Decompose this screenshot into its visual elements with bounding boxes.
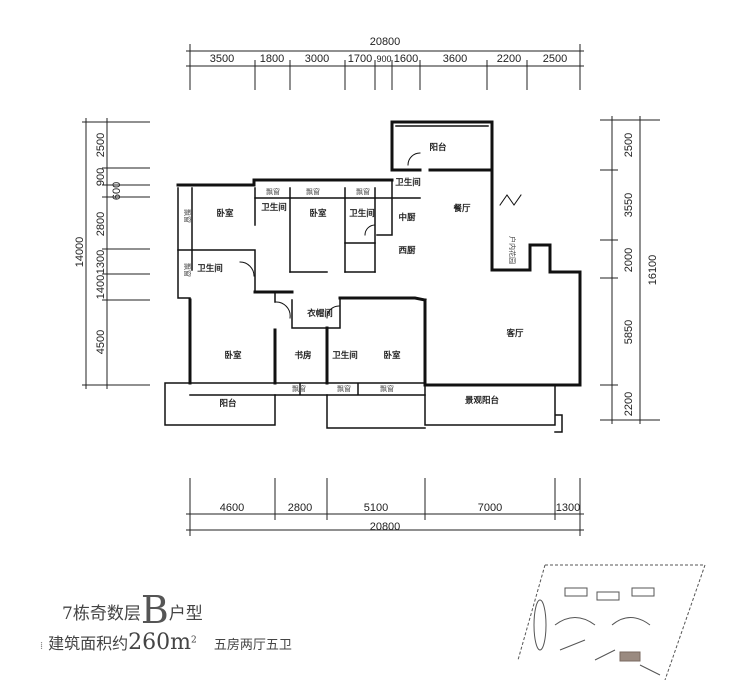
top-dim: 1600: [394, 53, 418, 65]
right-dim: 2200: [623, 392, 635, 416]
bottom-total-dim: 20800: [370, 521, 401, 533]
left-dim: 600: [111, 182, 123, 200]
top-dim: 3500: [210, 53, 234, 65]
room-balcony-bottom: 阳台: [219, 398, 237, 409]
bottom-dim: 5100: [364, 502, 388, 514]
right-dim: 2000: [623, 248, 635, 272]
left-dim: 1400: [95, 275, 107, 299]
room-dining: 餐厅: [452, 203, 471, 214]
room-bedroom-1: 卧室: [216, 208, 234, 219]
top-total-dim: 20800: [370, 36, 401, 48]
room-bedroom-3: 卧室: [224, 350, 242, 361]
room-balcony-top: 阳台: [429, 142, 447, 153]
bay-window-label: 飘窗: [266, 187, 280, 196]
top-dim: 900: [376, 54, 391, 64]
site-key-plan: [517, 564, 706, 680]
left-total-dim: 14000: [74, 237, 86, 268]
room-labels: 阳台 卫生间 餐厅 中厨 西厨 户内花园 卧室 卫生间 卧室 卫生间 卫生间 衣…: [183, 142, 524, 409]
bay-window-label: 飘窗: [306, 187, 320, 196]
unit-type-suffix: 户型: [168, 604, 203, 624]
room-living: 客厅: [505, 328, 524, 339]
bay-window-label: 飘窗: [380, 384, 394, 393]
top-dim: 2500: [543, 53, 567, 65]
left-dim: 2500: [95, 133, 107, 157]
top-dim: 3000: [305, 53, 329, 65]
unit-title: 7栋奇数层B户型: [62, 588, 203, 632]
left-dimensions: [82, 118, 150, 389]
room-bath-3: 卫生间: [332, 350, 358, 361]
top-dim: 1800: [260, 53, 284, 65]
right-dim-labels: 2500 3550 2000 5850 2200 16100: [623, 133, 659, 416]
right-dim: 3550: [623, 193, 635, 217]
walls: [164, 120, 582, 433]
bay-window-label: 飘窗: [337, 384, 351, 393]
room-chinese-kitchen: 中厨: [398, 212, 416, 223]
bay-window-label: 飘窗: [183, 263, 192, 277]
left-dim: 1300: [95, 250, 107, 274]
bottom-dim: 4600: [220, 502, 244, 514]
bottom-dim: 2800: [288, 502, 312, 514]
room-garden: 户内花园: [508, 236, 517, 264]
room-bedroom-4: 卧室: [383, 350, 401, 361]
unit-area: ⁞ 建筑面积约260m2 五房两厅五卫: [40, 630, 292, 655]
right-dim: 2500: [623, 133, 635, 157]
bay-window-label: 飘窗: [292, 384, 306, 393]
room-western-kitchen: 西厨: [398, 245, 416, 256]
building-label: 7栋奇数层: [62, 604, 141, 624]
room-bath-left: 卫生间: [197, 263, 223, 274]
top-dimensions: [186, 44, 584, 90]
room-bedroom-2: 卧室: [309, 208, 327, 219]
bullet-icon: ⁞: [40, 639, 44, 652]
room-bath-1: 卫生间: [261, 202, 287, 213]
bottom-dim: 1300: [556, 502, 580, 514]
bottom-dimensions: [186, 478, 584, 536]
area-value: 260m: [128, 630, 192, 655]
bottom-dim: 7000: [478, 502, 502, 514]
room-bath-2: 卫生间: [349, 208, 375, 219]
left-dim: 2800: [95, 212, 107, 236]
room-cloakroom: 衣帽间: [307, 308, 333, 319]
area-sup: 2: [191, 635, 197, 646]
right-dim: 5850: [623, 320, 635, 344]
room-view-balcony: 景观阳台: [465, 395, 500, 406]
right-dimensions: [600, 116, 660, 424]
unit-type-letter: B: [140, 588, 169, 632]
layout-summary: 五房两厅五卫: [213, 638, 292, 653]
room-bath-top: 卫生间: [395, 177, 421, 188]
top-dim: 1700: [348, 53, 372, 65]
bay-window-label: 飘窗: [356, 187, 370, 196]
left-dim: 4500: [95, 330, 107, 354]
left-dim-labels: 2500 900 600 2800 1300 1400 4500 14000: [74, 133, 123, 354]
room-study: 书房: [294, 350, 311, 361]
top-dim: 2200: [497, 53, 521, 65]
right-total-dim: 16100: [647, 255, 659, 286]
top-dim: 3600: [443, 53, 467, 65]
area-label: 建筑面积约: [48, 634, 129, 653]
bay-window-label: 飘窗: [183, 209, 192, 223]
left-dim: 900: [95, 168, 107, 186]
